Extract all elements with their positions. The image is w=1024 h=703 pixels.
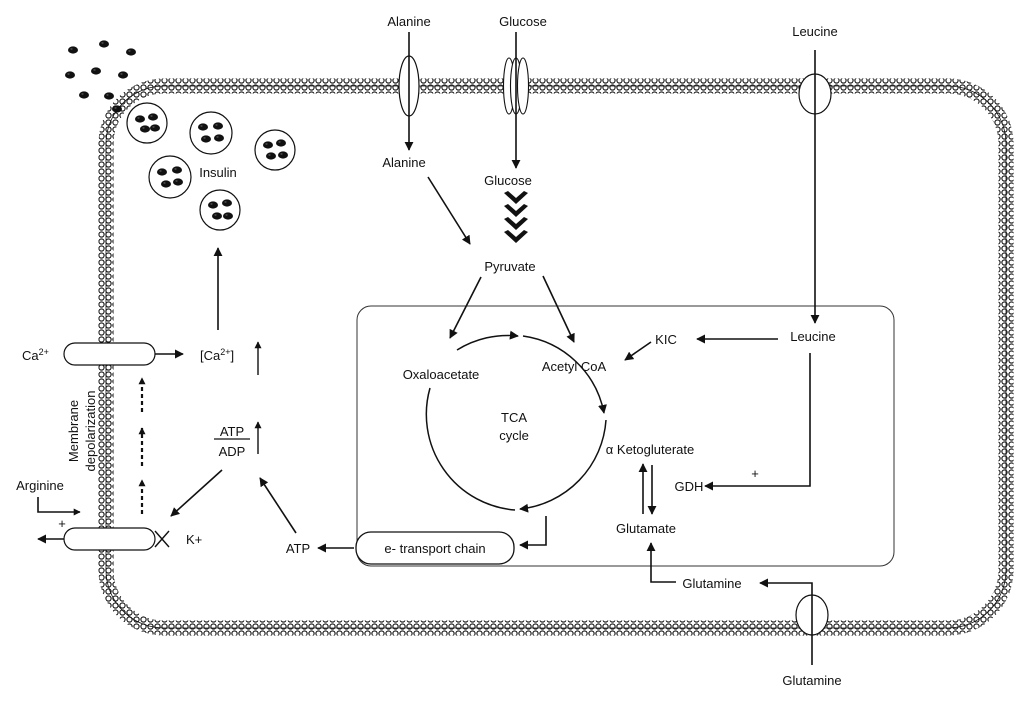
pathway-arrows: [37, 32, 820, 665]
label-alanine-cyto: Alanine: [382, 155, 425, 170]
glycolysis-chevrons: [504, 191, 528, 243]
label-pyruvate: Pyruvate: [484, 259, 535, 274]
label-oxaloacetate: Oxaloacetate: [403, 367, 480, 382]
label-k: K+: [186, 532, 202, 547]
vesicle: [126, 102, 168, 144]
vesicle: [254, 129, 296, 171]
arrow-glutamine-import: [759, 578, 813, 665]
label-ca-rise: [Ca2+]: [200, 347, 234, 363]
label-adp-denominator: ADP: [219, 444, 246, 459]
etc-box: [355, 531, 515, 565]
arrow-tca-to-etc: [519, 516, 547, 550]
cell-membrane: [98, 78, 1014, 636]
arrow-glutamine-to-glutamate: [646, 542, 676, 583]
label-gdh-plus: +: [751, 466, 759, 481]
label-glutamine-ext: Glutamine: [782, 673, 841, 688]
arrow-kic-to-acetylcoa: [624, 341, 652, 361]
label-membrane-line1: Membrane: [66, 400, 81, 462]
arrow-pyruvate-to-oxaloacetate: [449, 276, 482, 339]
label-glutamate: Glutamate: [616, 521, 676, 536]
label-arginine: Arginine: [16, 478, 64, 493]
arrow-leucine-activates-gdh: [704, 353, 811, 491]
label-alanine-ext: Alanine: [387, 14, 430, 29]
label-atp-numerator: ATP: [220, 424, 244, 439]
tca-cycle-ring: [425, 330, 607, 513]
label-arginine-plus: +: [58, 516, 66, 531]
label-alpha-ketoglutarate: α Ketogluterate: [606, 442, 694, 457]
vesicle: [189, 111, 233, 155]
arrow-atp-to-ratio: [259, 477, 297, 534]
arrow-arginine: [37, 497, 81, 516]
vesicle: [148, 155, 192, 199]
label-etc: e- transport chain: [384, 541, 485, 556]
label-tca-line2: cycle: [499, 428, 529, 443]
label-ca-rise-sup: 2+: [220, 347, 230, 357]
label-glucose-cyto: Glucose: [484, 173, 532, 188]
label-leucine-ext: Leucine: [792, 24, 838, 39]
label-ca-ext-base: Ca: [22, 348, 39, 363]
mitochondrion: [356, 305, 895, 567]
arrow-pyruvate-to-acetylcoa: [542, 275, 575, 343]
arrow-ratio-to-k-channel: [170, 469, 223, 517]
label-acetyl-coa: Acetyl CoA: [542, 359, 607, 374]
potassium-channel: [63, 527, 156, 551]
label-membrane-line2: depolarization: [83, 391, 98, 472]
label-ca-rise-close: ]: [231, 348, 235, 363]
label-glutamine-cyto: Glutamine: [682, 576, 741, 591]
label-leucine-mito: Leucine: [790, 329, 836, 344]
arrow-alanine-to-pyruvate: [427, 176, 471, 245]
k-channel-block-mark: [154, 530, 170, 548]
label-ca-ext: Ca2+: [22, 347, 49, 363]
labels: Alanine Glucose Leucine Glutamine Argini…: [16, 14, 841, 688]
label-tca-line1: TCA: [501, 410, 527, 425]
calcium-channel: [63, 342, 156, 366]
vesicle: [199, 189, 241, 231]
insulin-vesicles: [126, 102, 296, 231]
label-ca-ext-sup: 2+: [39, 347, 49, 357]
label-gdh: GDH: [675, 479, 704, 494]
label-ca-rise-open: [Ca: [200, 348, 221, 363]
label-glucose-ext: Glucose: [499, 14, 547, 29]
label-atp: ATP: [286, 541, 310, 556]
label-kic: KIC: [655, 332, 677, 347]
label-insulin: Insulin: [199, 165, 237, 180]
